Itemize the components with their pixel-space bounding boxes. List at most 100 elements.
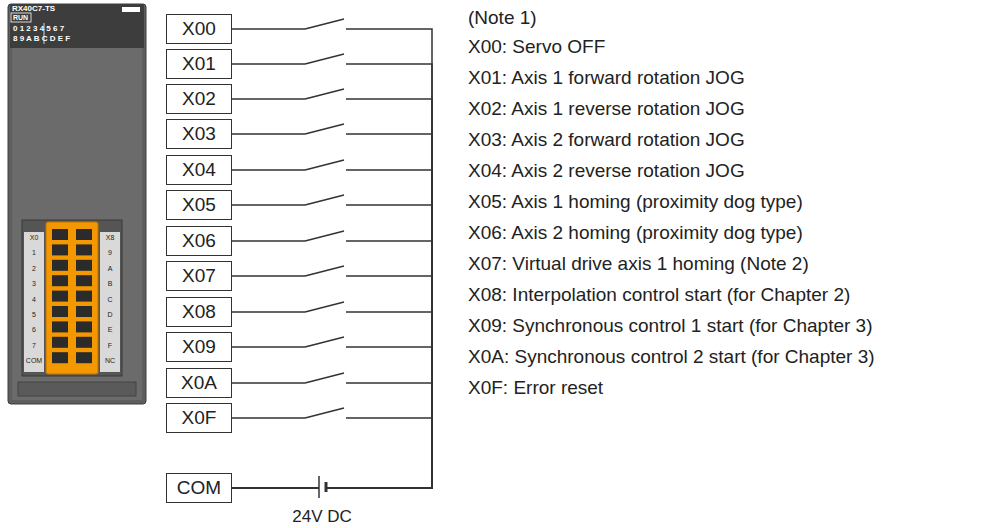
terminal-label: F — [108, 342, 112, 349]
terminal-label-strip — [100, 232, 120, 372]
switch-blade — [305, 89, 344, 99]
input-wire — [232, 418, 432, 488]
terminal-hole — [76, 306, 92, 317]
input-wire — [232, 383, 432, 488]
module-marking: RUN — [13, 14, 28, 21]
terminal-label: 7 — [32, 342, 36, 349]
switch-blade — [305, 302, 344, 312]
terminal-label: 3 — [32, 280, 36, 287]
terminal-hole — [52, 306, 68, 317]
terminal-hole — [76, 275, 92, 286]
terminal-hole — [52, 352, 68, 363]
input-wire — [232, 170, 432, 488]
terminal-hole — [76, 352, 92, 363]
switch-blade — [305, 373, 344, 383]
input-name: X06 — [182, 230, 216, 252]
input-wire — [232, 99, 432, 488]
terminal-label: B — [108, 280, 113, 287]
terminal-hole — [76, 321, 92, 332]
switch-blade — [305, 54, 344, 64]
terminal-label: D — [107, 311, 112, 318]
terminal-hole — [76, 291, 92, 302]
note-text: X0F: Error reset — [468, 378, 603, 397]
input-wire — [232, 241, 432, 488]
terminal-label: E — [108, 326, 113, 333]
note-text: (Note 1) — [468, 8, 537, 27]
input-name: X01 — [182, 53, 216, 75]
switch-blade — [305, 124, 344, 134]
input-wire — [232, 29, 432, 488]
bottom-slot — [18, 382, 136, 396]
note-text: X05: Axis 1 homing (proximity dog type) — [468, 192, 803, 211]
terminal-hole — [52, 337, 68, 348]
terminal-label: COM — [26, 357, 42, 364]
input-box: X07 — [166, 261, 232, 291]
terminal-label: X8 — [106, 234, 115, 241]
terminal-label: A — [108, 265, 113, 272]
switch-blades — [305, 19, 344, 418]
input-name: COM — [177, 477, 221, 499]
terminal-label: NC — [105, 357, 115, 364]
switch-blade — [305, 266, 344, 276]
module-marking: RX40C7-TS — [12, 5, 55, 13]
note-text: X07: Virtual drive axis 1 homing (Note 2… — [468, 254, 809, 273]
terminal-hole — [76, 244, 92, 255]
terminal-hole — [76, 260, 92, 271]
note-text: X0A: Synchronous control 2 start (for Ch… — [468, 347, 875, 366]
run-frame — [11, 13, 31, 22]
input-name: X09 — [182, 336, 216, 358]
terminal-hole — [52, 260, 68, 271]
input-name: X04 — [182, 159, 216, 181]
terminal-label: X0 — [30, 234, 39, 241]
switch-blade — [305, 160, 344, 170]
terminal-label: 4 — [32, 296, 36, 303]
input-box: X00 — [166, 14, 232, 44]
terminal-hole — [52, 291, 68, 302]
note-text: X04: Axis 2 reverse rotation JOG — [468, 161, 745, 180]
input-box: X06 — [166, 226, 232, 256]
note-text: X09: Synchronous control 1 start (for Ch… — [468, 316, 872, 335]
terminal-hole — [52, 275, 68, 286]
switch-blade — [305, 19, 344, 29]
input-box: X09 — [166, 332, 232, 362]
module-body — [8, 4, 146, 404]
terminal-label-strip — [24, 232, 44, 372]
module-marking: 8 9 A B C D E F — [13, 35, 70, 43]
input-box: X0F — [166, 403, 232, 433]
switch-blade — [305, 231, 344, 241]
terminal-hole — [76, 337, 92, 348]
terminal-hole — [76, 229, 92, 240]
note-text: X01: Axis 1 forward rotation JOG — [468, 68, 745, 87]
input-name: X05 — [182, 194, 216, 216]
input-box: X03 — [166, 119, 232, 149]
input-wire — [232, 64, 432, 488]
terminal-hole — [52, 321, 68, 332]
terminal-label: C — [107, 296, 112, 303]
input-box: COM — [166, 473, 232, 503]
terminal-label: 9 — [108, 249, 112, 256]
terminal-base — [22, 220, 122, 376]
note-text: X03: Axis 2 forward rotation JOG — [468, 130, 745, 149]
input-wire — [232, 276, 432, 488]
note-text: X08: Interpolation control start (for Ch… — [468, 285, 850, 304]
led-panel — [10, 4, 144, 48]
terminal-label: 2 — [32, 265, 36, 272]
terminal-hole — [52, 229, 68, 240]
input-name: X0F — [182, 407, 217, 429]
battery-plate-long — [318, 476, 320, 498]
input-box: X08 — [166, 297, 232, 327]
input-wire — [232, 205, 432, 488]
input-name: X08 — [182, 301, 216, 323]
terminal-label: 5 — [32, 311, 36, 318]
voltage-label: 24V DC — [292, 508, 352, 525]
input-name: X0A — [181, 372, 217, 394]
indicator-strip — [122, 7, 140, 12]
input-name: X07 — [182, 265, 216, 287]
input-box: X04 — [166, 155, 232, 185]
note-text: X02: Axis 1 reverse rotation JOG — [468, 99, 745, 118]
module-face — [12, 48, 142, 400]
terminal-block — [46, 222, 98, 374]
battery-plate-short — [325, 482, 328, 492]
note-text: X06: Axis 2 homing (proximity dog type) — [468, 223, 803, 242]
input-box: X01 — [166, 49, 232, 79]
